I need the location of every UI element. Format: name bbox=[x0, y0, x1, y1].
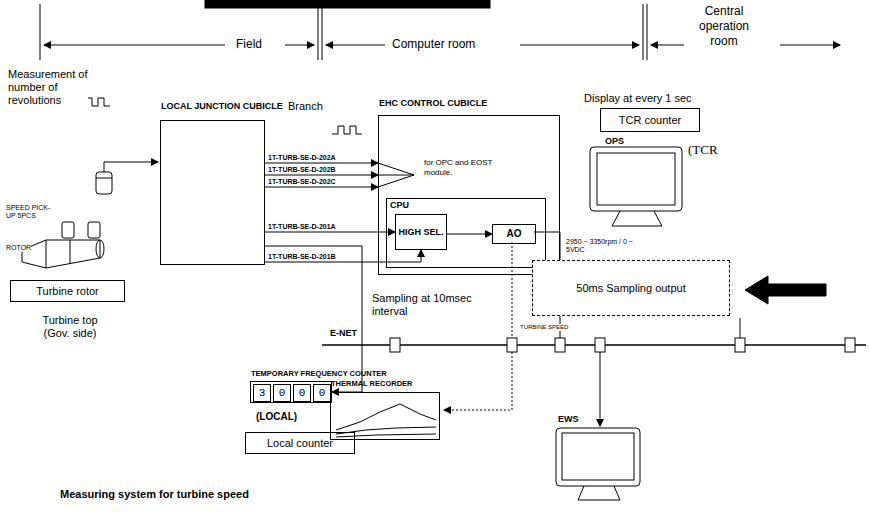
monitor-screen: EWS bbox=[562, 433, 634, 480]
signal-name: 1T-TURB-SE-D-202B bbox=[268, 166, 336, 174]
heading-text: TEMPORARY FREQUENCY COUNTER bbox=[251, 369, 387, 378]
signal-name: 1T-TURB-SE-D-201A bbox=[268, 223, 336, 231]
title-bar bbox=[205, 0, 490, 8]
pointer-arrow bbox=[745, 276, 826, 304]
caption: Measuring system for turbine speed bbox=[60, 488, 249, 501]
selector-box: HIGH SEL. bbox=[395, 214, 447, 250]
zone-brackets bbox=[40, 4, 840, 60]
part-name: SPEED PICK-UP 5PCS bbox=[6, 204, 58, 221]
note-text: Sampling at 10msec interval bbox=[372, 292, 482, 318]
dotted-wire bbox=[512, 242, 513, 338]
pulse-symbol bbox=[332, 126, 362, 134]
note-text: Branch bbox=[288, 100, 323, 113]
signal-name: 1T-TURB-SE-D-201B bbox=[268, 253, 336, 261]
box-text: AO bbox=[507, 228, 522, 240]
digit-display: TEMPORARY FREQUENCY COUNTER3000 bbox=[250, 381, 332, 403]
cpu-box: CPU HIGH SEL. AO bbox=[386, 198, 546, 268]
signal-name: 1T-TURB-SE-D-202C bbox=[268, 178, 336, 186]
note-text: for OPC and EOST module. bbox=[424, 158, 496, 177]
signal-line bbox=[265, 187, 378, 188]
signal-line bbox=[265, 163, 378, 164]
signal-name: TURBINE SPEED bbox=[520, 324, 568, 331]
recorder-box: THERMAL RECORDER bbox=[330, 392, 440, 440]
box-text: 50ms Sampling output bbox=[576, 282, 685, 295]
signal-line bbox=[265, 250, 421, 262]
note-text: Turbine top (Gov. side) bbox=[30, 314, 110, 340]
branch-brace bbox=[378, 163, 414, 187]
ews-monitor bbox=[556, 428, 640, 500]
heading-text: EWS bbox=[558, 414, 579, 424]
digit-cell: 0 bbox=[293, 384, 311, 402]
box-text: Local counter bbox=[267, 437, 333, 450]
heading-text: THERMAL RECORDER bbox=[331, 379, 413, 388]
box-text: TCR counter bbox=[619, 114, 681, 127]
part-name: ROTOR bbox=[6, 244, 31, 252]
zone-label: Field bbox=[236, 37, 262, 51]
sampling-box: 50ms Sampling output bbox=[532, 260, 730, 316]
heading-text: OPS bbox=[605, 136, 624, 146]
junction-cubicle: LOCAL JUNCTION CUBICLE bbox=[160, 120, 265, 265]
box-text: HIGH SEL. bbox=[398, 227, 443, 237]
zone-label: Central operation room bbox=[688, 4, 760, 49]
box-text: 0 bbox=[279, 387, 286, 400]
box-text: CPU bbox=[390, 200, 409, 210]
signal-line bbox=[265, 175, 378, 176]
rotor-drawing bbox=[22, 240, 104, 268]
dotted-wire bbox=[444, 352, 512, 410]
note-text: (LOCAL) bbox=[256, 411, 297, 423]
bus-name: E-NET bbox=[330, 328, 357, 339]
output-box: AO bbox=[492, 224, 536, 244]
box-text: 0 bbox=[319, 387, 326, 400]
e-net-bus bbox=[322, 318, 866, 426]
digit-cell: 3 bbox=[253, 384, 271, 402]
signal-line bbox=[265, 232, 395, 233]
monitor-screen: OPS bbox=[597, 153, 675, 205]
zone-label: Computer room bbox=[392, 37, 475, 51]
box-text: 0 bbox=[299, 387, 306, 400]
speed-pickup bbox=[62, 162, 158, 238]
label-box: Local counter bbox=[245, 432, 355, 454]
heading-text: LOCAL JUNCTION CUBICLE bbox=[161, 101, 283, 111]
handwritten-note: (TCR bbox=[688, 142, 718, 158]
label-box: Turbine rotor bbox=[10, 280, 125, 302]
box-text: Turbine rotor bbox=[36, 285, 99, 298]
signal-name: 1T-TURB-SE-D-202A bbox=[268, 154, 336, 162]
control-cubicle: EHC CONTROL CUBICLECPUHIGH SEL.AO bbox=[378, 115, 560, 275]
label-box: TCR counter bbox=[600, 108, 700, 132]
box-text: 3 bbox=[259, 387, 266, 400]
ops-monitor bbox=[590, 147, 682, 226]
heading-text: EHC CONTROL CUBICLE bbox=[379, 98, 487, 108]
range-text: 2950 ~ 3350rpm / 0 ~ 5VDC bbox=[566, 238, 638, 255]
digit-cell: 0 bbox=[273, 384, 291, 402]
note-text: Display at every 1 sec bbox=[584, 92, 692, 105]
signal-line bbox=[447, 234, 492, 235]
note-text: Measurement of number of revolutions bbox=[8, 68, 88, 108]
digit-cell: 0 bbox=[313, 384, 331, 402]
